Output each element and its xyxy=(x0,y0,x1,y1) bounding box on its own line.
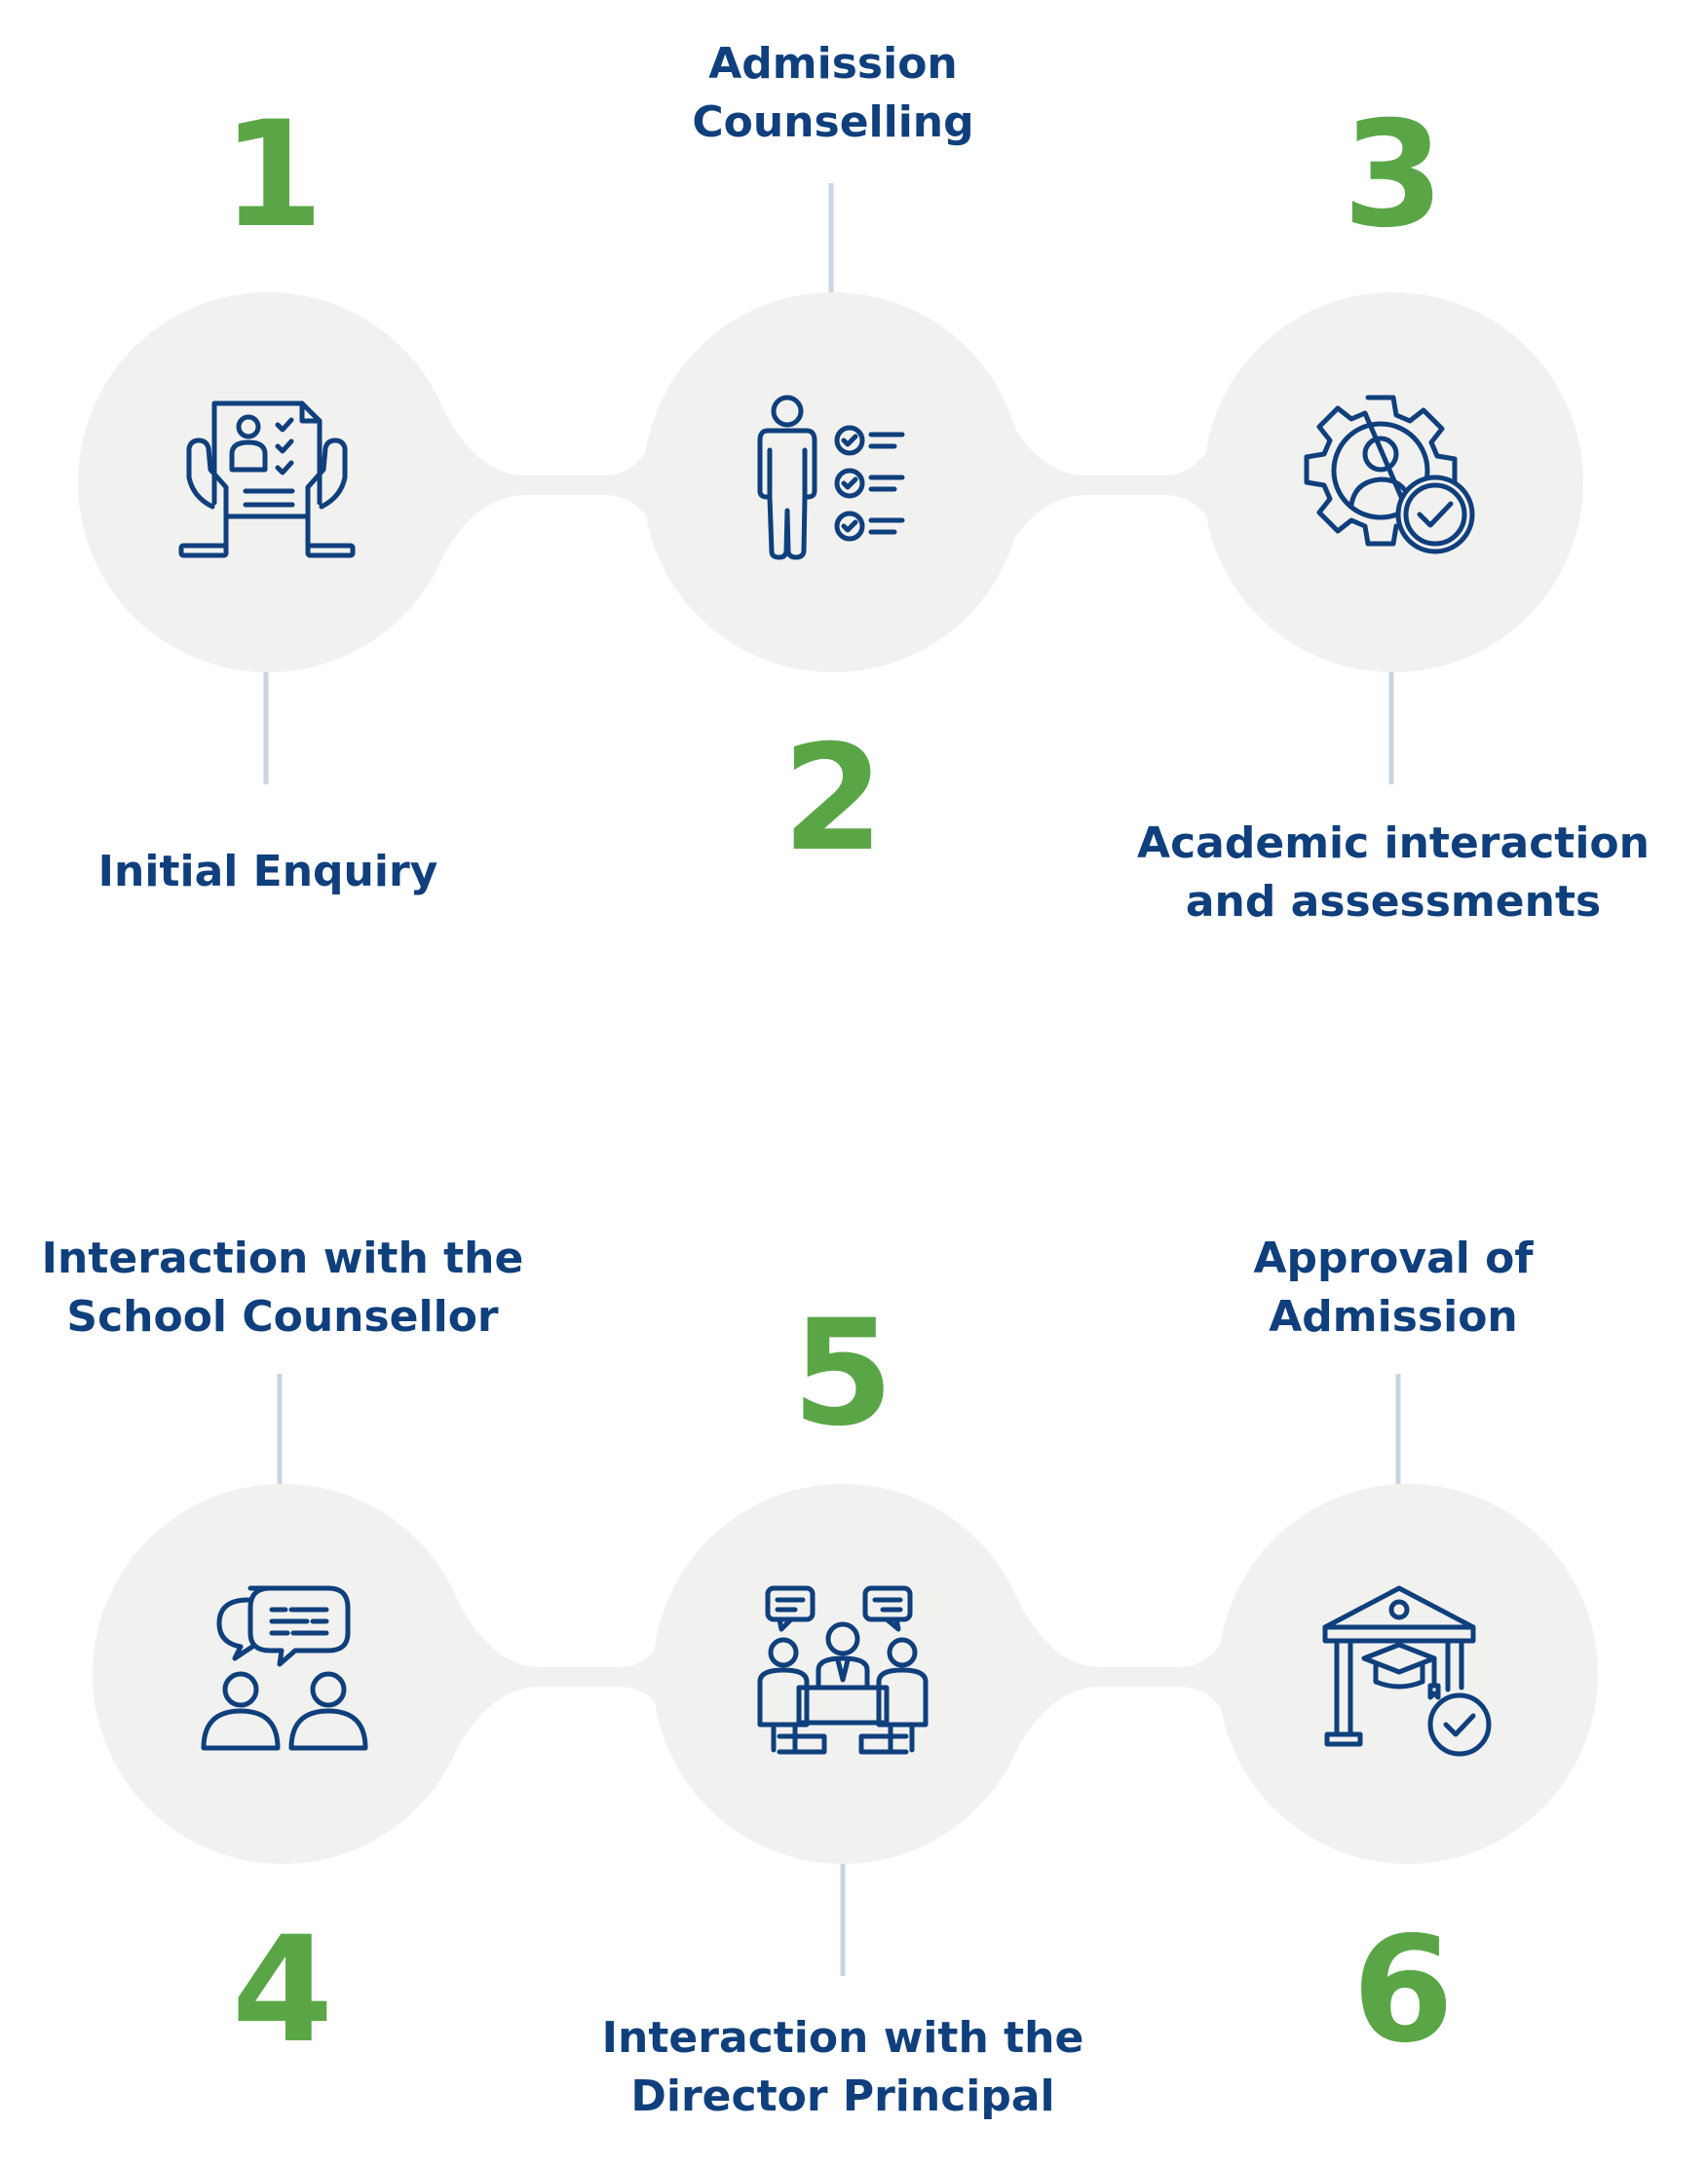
step-1-circle xyxy=(78,292,458,672)
connector-4-5 xyxy=(458,1601,677,1747)
conversation-icon xyxy=(190,1580,375,1766)
connector-5-6 xyxy=(1018,1601,1237,1747)
graduation-building-check-icon xyxy=(1315,1580,1500,1766)
step-2-number: 2 xyxy=(781,714,885,884)
row-2-shapes xyxy=(93,1374,1598,1976)
step-1-label: Initial Enquiry xyxy=(97,847,438,896)
gear-user-check-icon xyxy=(1301,390,1486,575)
step-4-circle xyxy=(93,1484,473,1864)
connector-1-2 xyxy=(443,409,663,555)
step-6-circle xyxy=(1218,1484,1598,1864)
step-2-circle xyxy=(643,292,1023,672)
step-5-number: 5 xyxy=(791,1289,894,1459)
step-2-label: Admission Counselling xyxy=(692,39,974,147)
connector-2-3 xyxy=(1004,409,1223,555)
step-6-number: 6 xyxy=(1351,1906,1455,2075)
step-4-label: Interaction with the School Counsellor xyxy=(41,1234,524,1342)
checklist-person-icon xyxy=(740,390,926,575)
step-3-label: Academic interaction and assessments xyxy=(1137,818,1650,927)
meeting-table-icon xyxy=(750,1580,935,1766)
step-3-number: 3 xyxy=(1342,91,1445,260)
step-1-number: 1 xyxy=(221,91,324,260)
step-5-label: Interaction with the Director Principal xyxy=(601,2013,1084,2121)
step-4-number: 4 xyxy=(231,1906,334,2075)
enquiry-form-icon xyxy=(175,390,361,575)
row-1-shapes xyxy=(78,183,1583,784)
step-6-label: Approval of Admission xyxy=(1253,1234,1534,1342)
